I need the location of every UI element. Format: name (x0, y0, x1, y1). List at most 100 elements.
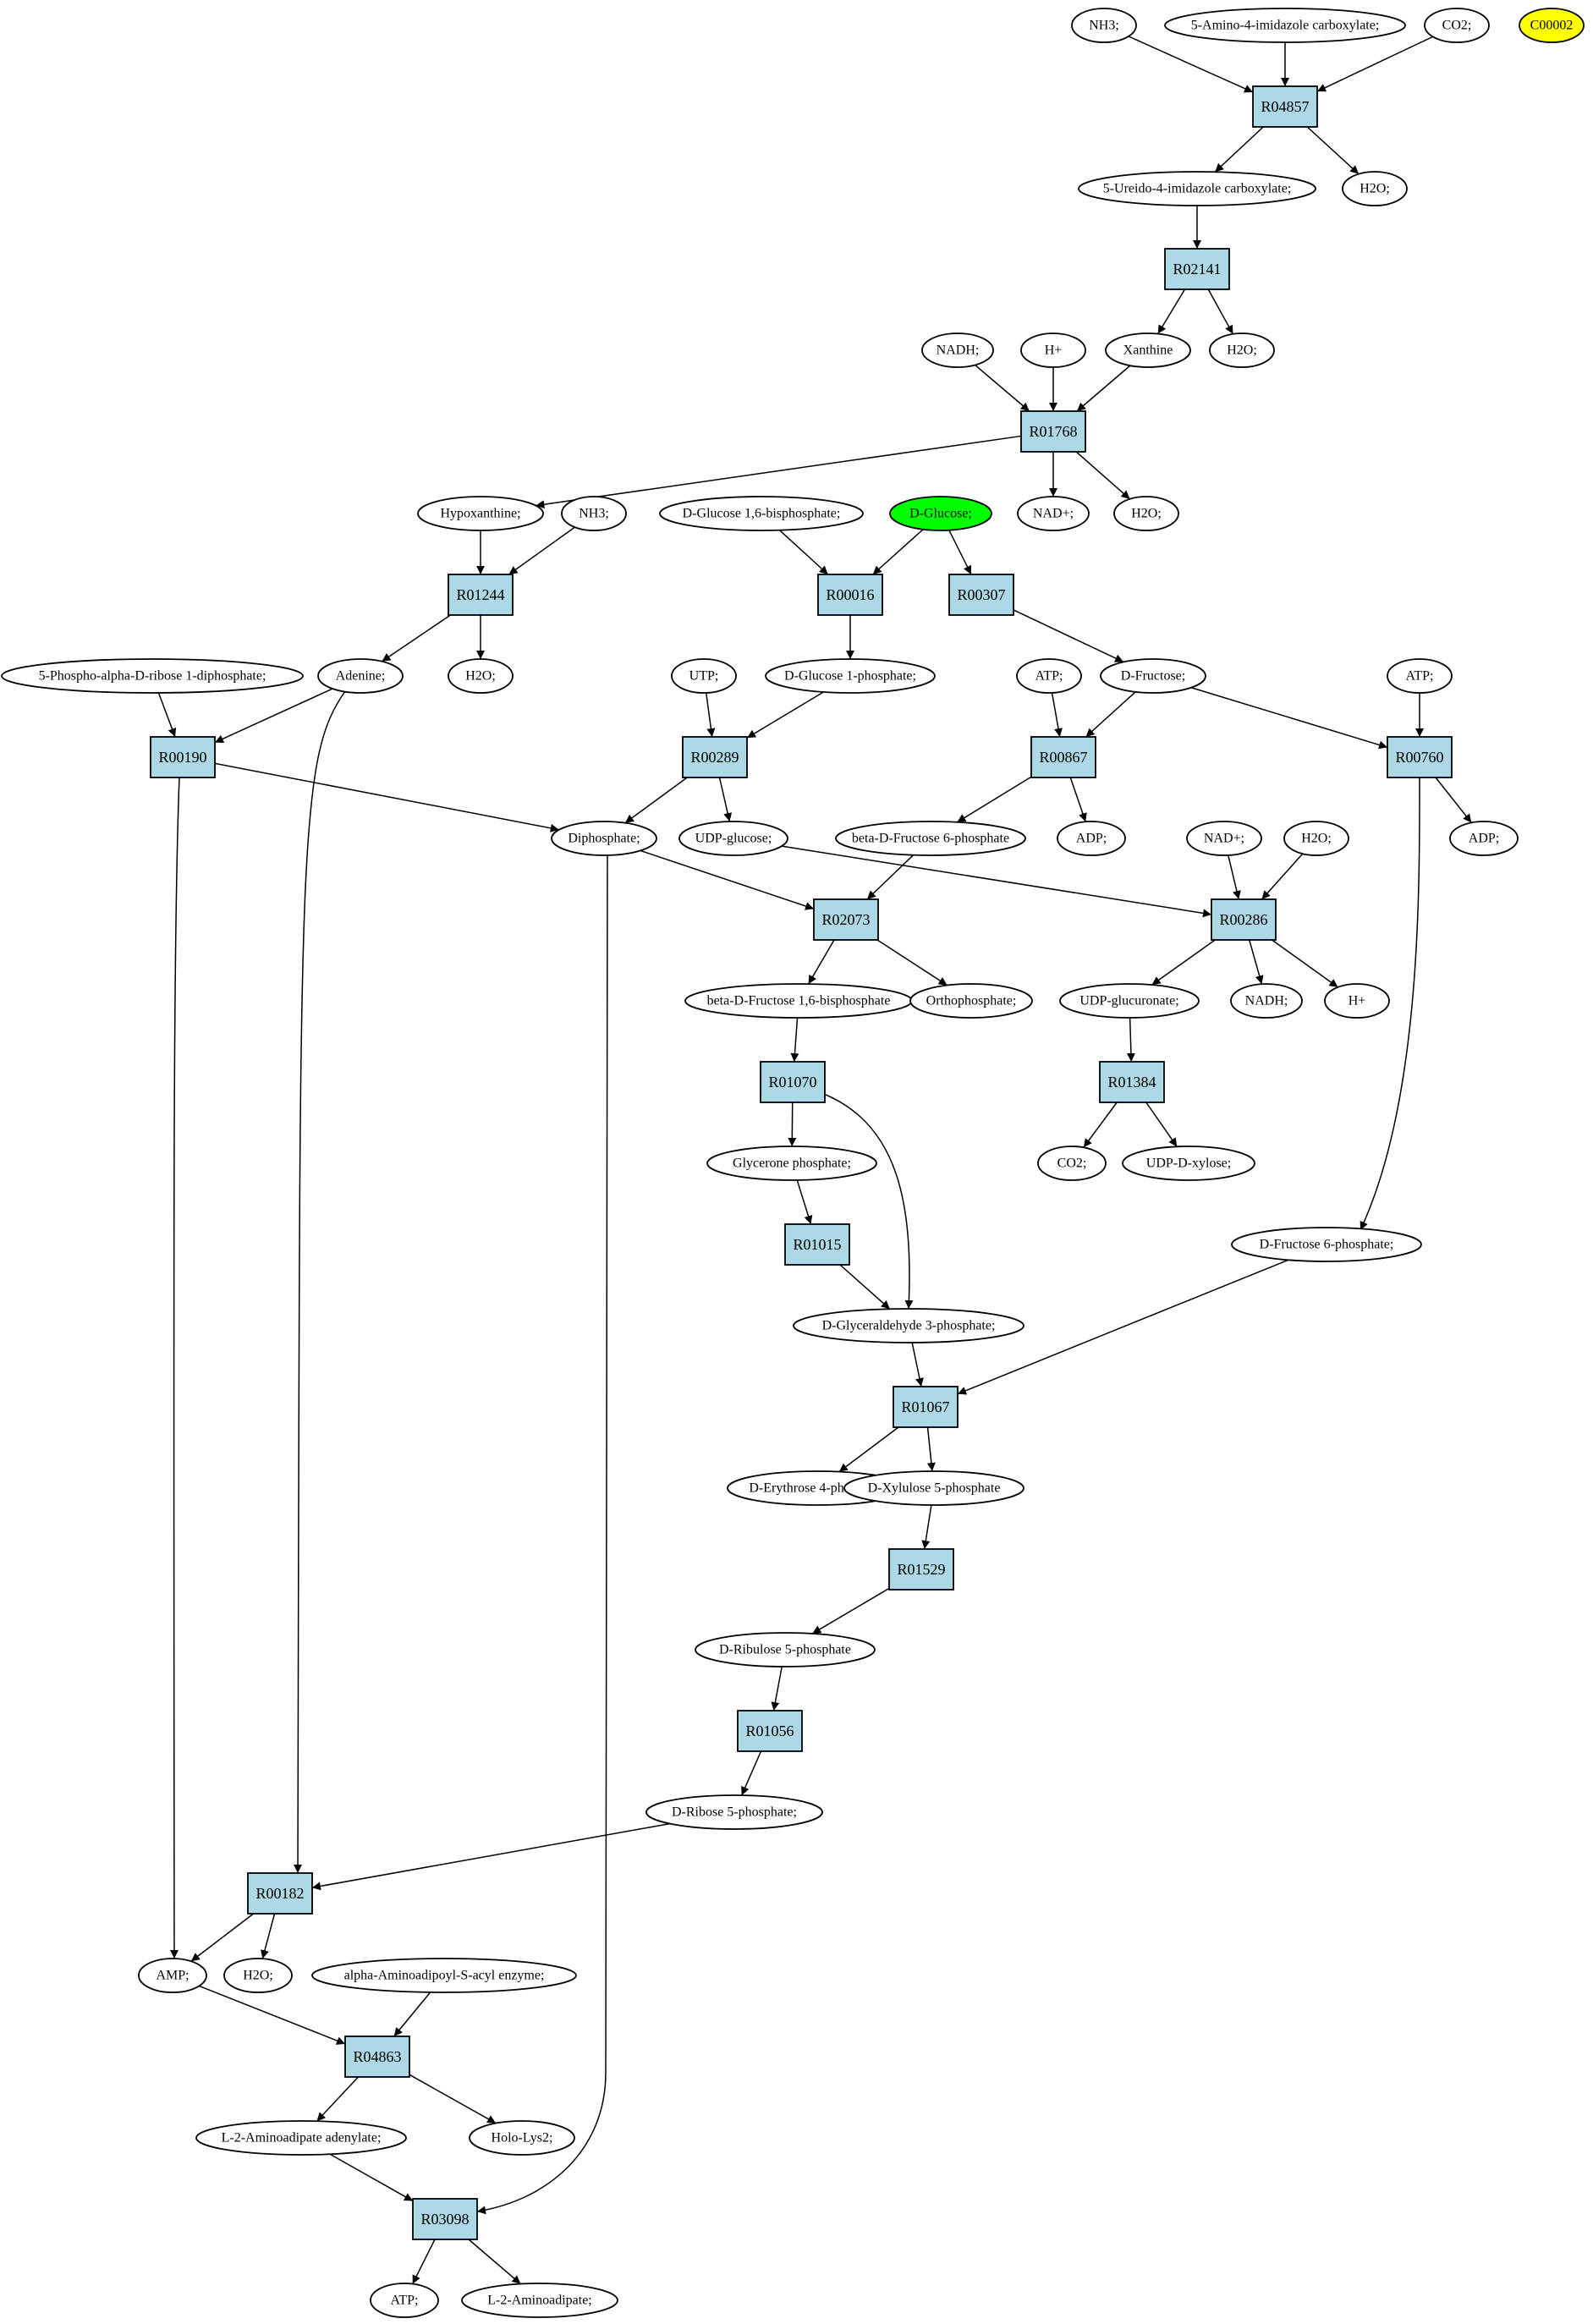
compound-ellipse (1078, 171, 1316, 206)
compound-label: ATP; (1406, 669, 1434, 684)
edge-r_r01244-to-c_adenine (382, 614, 451, 662)
edge-r_r03098-to-c_atp_3 (412, 2239, 436, 2284)
compound-node: L-2-Aminoadipate adenylate; (195, 2120, 407, 2156)
reaction-label: R00307 (957, 586, 1005, 603)
compound-label: ADP; (1076, 832, 1107, 846)
compound-node: CO2; (1037, 1146, 1107, 1181)
compound-label: D-Xylulose 5-phosphate (868, 1481, 1001, 1496)
edge-c_nh3_1-to-r_r04857 (1128, 36, 1254, 93)
reaction-box (888, 1548, 954, 1591)
compound-ellipse (1209, 332, 1275, 368)
edge-c_co2_1-to-r_r04857 (1316, 36, 1434, 92)
compound-label: Diphosphate; (568, 832, 640, 846)
reaction-box (1030, 736, 1096, 778)
compound-node: ADP; (1057, 821, 1126, 856)
reaction-label: R01768 (1029, 423, 1077, 440)
compound-label: H+ (1045, 343, 1063, 358)
reaction-box (817, 574, 883, 616)
compound-label: CO2; (1057, 1157, 1087, 1171)
edge-r_r00289-to-c_diphosphate (624, 777, 688, 824)
compound-label: alpha-Aminoadipoyl-S-acyl enzyme; (344, 1969, 545, 1983)
reaction-label: R01067 (901, 1398, 949, 1415)
compound-node: NADH; (1230, 983, 1303, 1019)
compound-node: Diphosphate; (551, 821, 657, 856)
edge-r_r04857-to-c_ureido (1214, 126, 1264, 173)
reaction-label: R01529 (897, 1561, 945, 1578)
edge-r_r01070-to-c_g3p (825, 1094, 914, 1310)
compound-node: NH3; (561, 496, 627, 531)
compound-label: D-Glucose; (909, 507, 972, 521)
reaction-label: R02141 (1173, 261, 1221, 277)
compound-label: Orthophosphate; (926, 994, 1017, 1008)
compound-ellipse (843, 1470, 1024, 1506)
edge-c_bf16bp-to-r_r01070 (790, 1017, 799, 1063)
compound-label: H2O; (465, 669, 496, 684)
compound-node: UDP-D-xylose; (1122, 1146, 1255, 1181)
compound-label: NAD+; (1033, 507, 1074, 521)
compound-node: NAD+; (1017, 496, 1090, 531)
compound-node: 5-Ureido-4-imidazole carboxylate; (1078, 171, 1316, 206)
reaction-box (948, 574, 1014, 616)
edge-r_r01015-to-c_g3p (839, 1264, 891, 1310)
edge-r_r01056-to-c_r5p (741, 1750, 762, 1796)
edge-r_r03098-to-c_l2aa (468, 2239, 521, 2285)
compound-label: L-2-Aminoadipate; (487, 2294, 592, 2308)
reaction-box (412, 2198, 478, 2240)
compound-node: alpha-Aminoadipoyl-S-acyl enzyme; (311, 1958, 577, 1993)
edge-r_r00867-to-c_adp_1 (1069, 777, 1087, 822)
compound-ellipse (1037, 1146, 1107, 1181)
edge-r_r00182-to-c_amp (190, 1913, 255, 1962)
compound-label: D-Glyceraldehyde 3-phosphate; (822, 1319, 996, 1333)
reaction-label: R03098 (420, 2211, 469, 2228)
compound-node: Holo-Lys2; (469, 2120, 575, 2156)
compound-ellipse (909, 983, 1033, 1019)
compound-node: H+ (1324, 983, 1390, 1019)
reaction-node: R01244 (448, 574, 514, 616)
reaction-box (448, 574, 514, 616)
edge-r_r02073-to-c_orthophosphate (876, 939, 948, 986)
compound-node: D-Fructose 6-phosphate; (1231, 1227, 1422, 1262)
compound-label: NAD+; (1204, 832, 1244, 846)
compound-label: Hypoxanthine; (440, 507, 520, 521)
edge-c_dglucose-to-r_r00307 (948, 530, 972, 575)
compound-ellipse (1449, 821, 1519, 856)
compound-label: D-Ribulose 5-phosphate (719, 1643, 851, 1657)
compound-node: L-2-Aminoadipate; (461, 2283, 618, 2318)
compound-label: UDP-glucose; (695, 832, 772, 846)
compound-label: 5-Amino-4-imidazole carboxylate; (1191, 19, 1380, 33)
reaction-box (784, 1223, 850, 1266)
reaction-node: R00190 (150, 736, 216, 778)
reaction-label: R00190 (158, 749, 206, 766)
edge-c_nadh_1-to-r_r01768 (975, 364, 1030, 412)
edge-r_r01768-to-c_hypoxanthine (536, 435, 1022, 509)
reaction-node: R04857 (1252, 85, 1318, 128)
edge-r_r01529-to-c_ru5p (811, 1587, 890, 1634)
reaction-box (1211, 898, 1277, 941)
edge-r_r01070-to-c_dhap (788, 1102, 797, 1147)
reaction-box (1164, 248, 1230, 290)
edge-c_f6p-to-r_r01067 (957, 1259, 1289, 1395)
edge-c_udpglucuronate-to-r_r01384 (1126, 1017, 1135, 1063)
edge-r_r01067-to-c_e4p (838, 1426, 899, 1473)
compound-ellipse (695, 1632, 876, 1667)
compound-ellipse (1057, 821, 1126, 856)
reaction-node: R01056 (737, 1710, 803, 1752)
edge-c_adenine-to-r_r00182 (294, 690, 346, 1874)
reaction-box (1252, 85, 1318, 128)
compound-node: D-Glyceraldehyde 3-phosphate; (793, 1308, 1024, 1343)
edge-r_r00286-to-c_hplus_2 (1272, 939, 1338, 988)
compound-node: D-Xylulose 5-phosphate (843, 1470, 1024, 1506)
edge-r_r02141-to-c_xanthine (1157, 288, 1186, 334)
reaction-label: R02073 (821, 911, 870, 928)
compound-node: H2O; (1209, 332, 1275, 368)
compound-node: D-Glucose 1,6-bisphosphate; (659, 496, 864, 531)
compound-label: H2O; (1227, 343, 1257, 358)
compound-node: ATP; (1387, 658, 1453, 694)
compound-node: NH3; (1071, 8, 1137, 43)
compound-ellipse (1342, 171, 1408, 206)
compound-label: H2O; (1360, 182, 1390, 196)
reaction-node: R01384 (1099, 1061, 1165, 1103)
reaction-label: R00760 (1395, 749, 1443, 766)
compound-ellipse (1424, 8, 1490, 43)
